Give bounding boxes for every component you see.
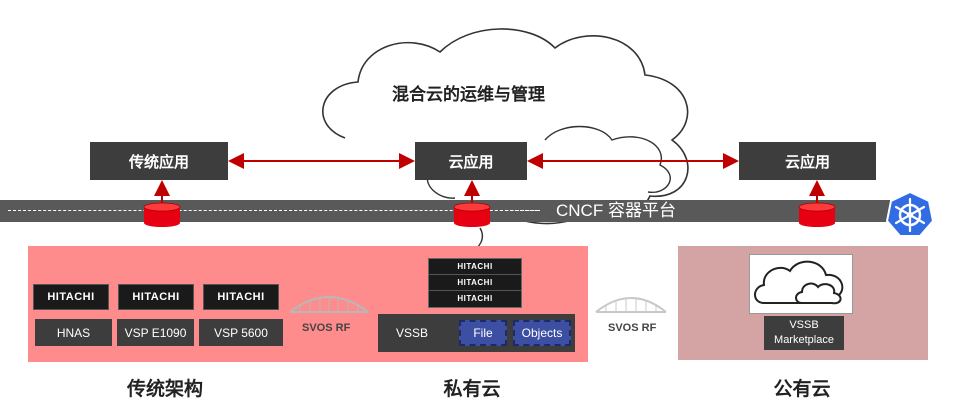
bridge-icon-right — [595, 297, 667, 313]
hitachi-hardware-3: HITACHI — [203, 284, 279, 310]
hitachi-hardware-2: HITACHI — [118, 284, 194, 310]
vssb-marketplace-label: VSSB Marketplace — [764, 316, 844, 350]
container-platform-band — [0, 200, 890, 222]
platform-dash-right — [500, 210, 540, 211]
platform-label: CNCF 容器平台 — [556, 201, 676, 220]
hnas-label: HNAS — [35, 319, 112, 346]
rack-unit-1: HITACHI — [429, 259, 521, 275]
hitachi-hardware-1: HITACHI — [33, 284, 109, 310]
cloud-icon — [754, 260, 844, 305]
vsp-e1090-label: VSP E1090 — [117, 319, 194, 346]
hitachi-rack: HITACHI HITACHI HITACHI — [428, 258, 522, 308]
svos-rf-label-left: SVOS RF — [302, 322, 351, 334]
cloud-app-box-center: 云应用 — [415, 142, 527, 180]
caption-private: 私有云 — [443, 379, 501, 400]
caption-public: 公有云 — [773, 379, 831, 400]
platform-dash-left — [8, 210, 538, 211]
vsp-5600-label: VSP 5600 — [199, 319, 283, 346]
traditional-app-box: 传统应用 — [90, 142, 228, 180]
objects-box: Objects — [513, 320, 571, 346]
cloud-app-box-right: 云应用 — [739, 142, 876, 180]
db-cylinders — [143, 202, 836, 227]
vssb-label: VSSB — [396, 326, 429, 340]
rack-unit-3: HITACHI — [429, 291, 521, 306]
svos-rf-label-right: SVOS RF — [608, 322, 657, 334]
caption-traditional: 传统架构 — [126, 379, 203, 400]
bridge-icon-left — [289, 296, 369, 313]
kubernetes-icon — [885, 190, 935, 237]
cloud-title: 混合云的运维与管理 — [392, 85, 545, 104]
rack-unit-2: HITACHI — [429, 275, 521, 291]
file-box: File — [459, 320, 507, 346]
public-cloud-image — [749, 254, 853, 314]
